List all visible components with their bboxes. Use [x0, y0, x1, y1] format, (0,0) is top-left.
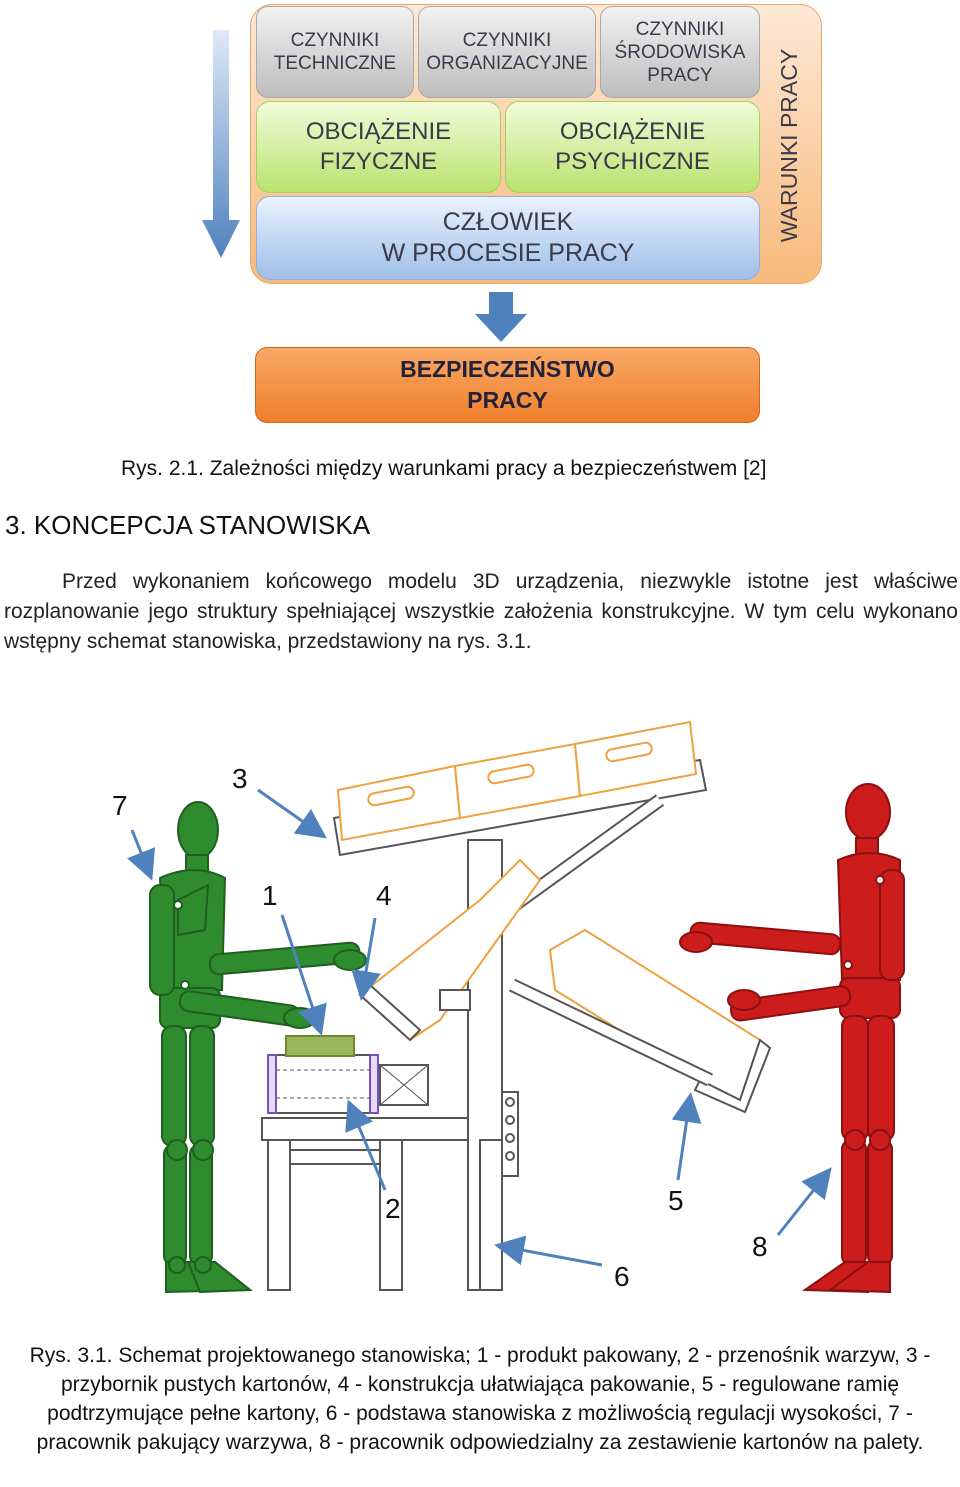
worker-packing-figure: [149, 801, 367, 1294]
label-4: 4: [376, 880, 392, 911]
paragraph-text: Przed wykonaniem końcowego modelu 3D urz…: [4, 570, 958, 653]
section-paragraph: Przed wykonaniem końcowego modelu 3D urz…: [4, 567, 958, 657]
label-7: 7: [112, 790, 128, 821]
packed-product: [285, 1035, 355, 1057]
workstation-schematic: 1 2 3 4 5 6 7 8: [112, 720, 905, 1294]
factor-environmental: CZYNNIKI ŚRODOWISKA PRACY: [600, 6, 760, 98]
callout-arrows: [127, 788, 832, 1267]
vegetable-conveyor: [267, 1035, 429, 1114]
factor-organizational: CZYNNIKI ORGANIZACYJNE: [418, 6, 596, 98]
load-psychological: OBCIĄŻENIE PSYCHICZNE: [505, 101, 760, 193]
figure-caption-2-1: Rys. 2.1. Zależności między warunkami pr…: [121, 457, 767, 480]
worker-palletizing-figure: [679, 783, 905, 1294]
full-cartons-arm: [508, 928, 772, 1114]
figure-caption-3-1: Rys. 3.1. Schemat projektowanego stanowi…: [29, 1344, 931, 1454]
down-arrow-icon: [202, 30, 240, 258]
down-arrow-icon: [475, 292, 527, 342]
human-in-work: CZŁOWIEK W PROCESIE PRACY: [256, 196, 760, 280]
label-6: 6: [614, 1261, 630, 1292]
label-3: 3: [232, 763, 248, 794]
label-5: 5: [668, 1185, 684, 1216]
section-heading: 3. KONCEPCJA STANOWISKA: [5, 510, 371, 540]
label-8: 8: [752, 1231, 768, 1262]
work-conditions-label: WARUNKI PRACY: [776, 48, 803, 242]
work-safety-box: BEZPIECZEŃSTWO PRACY: [255, 347, 760, 423]
factor-technical: CZYNNIKI TECHNICZNE: [256, 6, 414, 98]
empty-cartons-rack: [332, 720, 708, 936]
label-1: 1: [262, 880, 278, 911]
label-2: 2: [385, 1193, 401, 1224]
load-physical: OBCIĄŻENIE FIZYCZNE: [256, 101, 501, 193]
